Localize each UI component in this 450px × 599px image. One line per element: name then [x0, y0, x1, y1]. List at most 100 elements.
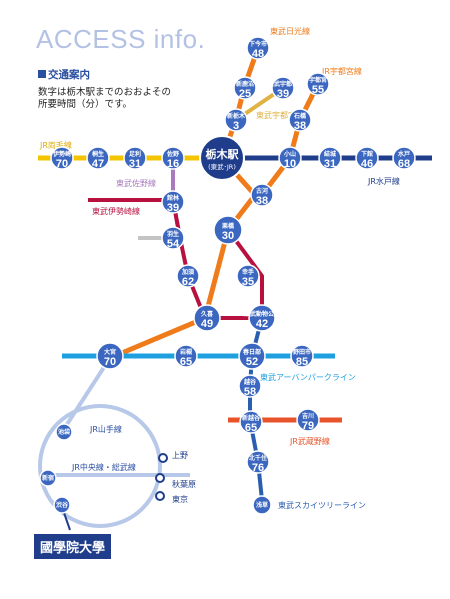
station-name: 結城 [324, 150, 336, 158]
station-name: 渋谷 [56, 501, 69, 509]
station-name: 幸手 [242, 268, 254, 276]
station-minutes: 48 [252, 48, 264, 60]
station-tokyo: 東京 [172, 494, 188, 504]
station-dot-ueno[interactable] [158, 453, 168, 463]
page-title: ACCESS info. [36, 24, 206, 54]
station-asakusa[interactable]: 浅草 [252, 495, 272, 515]
station-circle [355, 146, 379, 170]
station-minutes: 79 [302, 420, 314, 432]
station-minutes: 31 [324, 158, 336, 170]
station-name: 佐野 [166, 150, 179, 158]
station-name: 下今市 [249, 40, 267, 48]
station-minutes: 58 [244, 386, 256, 398]
station-circle [53, 496, 71, 514]
station-name: 新鹿沼 [236, 80, 254, 88]
station-circle [238, 374, 262, 398]
tokyo-stations: 上野 秋葉原 東京 [155, 451, 196, 504]
station-minutes: 85 [296, 356, 308, 368]
station-name: 足利 [129, 150, 141, 158]
line-labels: 東武日光線 JR宇都宮線 東武宇都宮線 JR両毛線 JR水戸線 東武佐野線 東武… [39, 26, 400, 510]
station-minutes: 70 [56, 158, 68, 170]
station-circle [306, 72, 330, 96]
station-name: 新栃木 [227, 112, 246, 120]
station-dot-tokyo[interactable] [155, 491, 165, 501]
station-circle [290, 344, 314, 368]
station-shibuya[interactable]: 渋谷 [53, 496, 71, 514]
station-minutes: 16 [167, 158, 179, 170]
station-name: 岩槻 [179, 348, 192, 356]
station-name: 新越谷 [242, 414, 261, 422]
station-name: 小山 [283, 150, 296, 158]
station-name: 越谷 [243, 378, 257, 386]
station-minutes: 46 [361, 158, 373, 170]
station-circle [271, 76, 295, 100]
station-minutes: 25 [239, 88, 251, 100]
station-dot-akihabara[interactable] [155, 473, 165, 483]
station-name: 水戸 [398, 150, 410, 158]
label-ryomo: JR両毛線 [39, 140, 72, 150]
label-sano: 東武佐野線 [116, 178, 156, 188]
station-circle [193, 304, 221, 332]
label-chuo-sobu: JR中央線・総武線 [71, 462, 136, 472]
station-minutes: 62 [182, 276, 194, 288]
station-circle [213, 215, 243, 245]
station-minutes: 38 [294, 120, 306, 132]
station-minutes: 76 [252, 462, 264, 474]
label-yamanote: JR山手線 [89, 424, 122, 434]
station-shinjuku[interactable]: 新宿 [39, 469, 57, 487]
station-circle [296, 408, 320, 432]
description-line-2: 所要時間（分）です。 [38, 99, 133, 110]
label-utsunomiya: JR宇都宮線 [321, 66, 362, 76]
station-name: 宇都宮 [309, 76, 327, 84]
station-name: 春日部 [242, 348, 261, 356]
station-circle [318, 146, 342, 170]
station-name: 北千住 [249, 454, 267, 462]
station-name: 加須 [181, 268, 195, 276]
station-circle [238, 342, 266, 370]
station-minutes: 47 [92, 158, 104, 170]
station-ikebukuro[interactable]: 池袋 [55, 423, 73, 441]
station-circle [86, 146, 110, 170]
station-circle [246, 450, 270, 474]
station-name: 羽生 [167, 230, 179, 238]
station-circle [55, 423, 73, 441]
station-minutes: 10 [284, 158, 296, 170]
station-minutes: 65 [180, 356, 192, 368]
label-tobu-utsunomiya: 東武宇都宮線 [256, 110, 304, 120]
station-minutes: 3 [233, 120, 239, 132]
label-skytree: 東武スカイツリーライン [278, 500, 366, 510]
station-circle [392, 146, 416, 170]
station-tochigi[interactable]: 栃木駅 (東武･JR) [199, 135, 245, 181]
station-minutes: 49 [201, 318, 213, 330]
